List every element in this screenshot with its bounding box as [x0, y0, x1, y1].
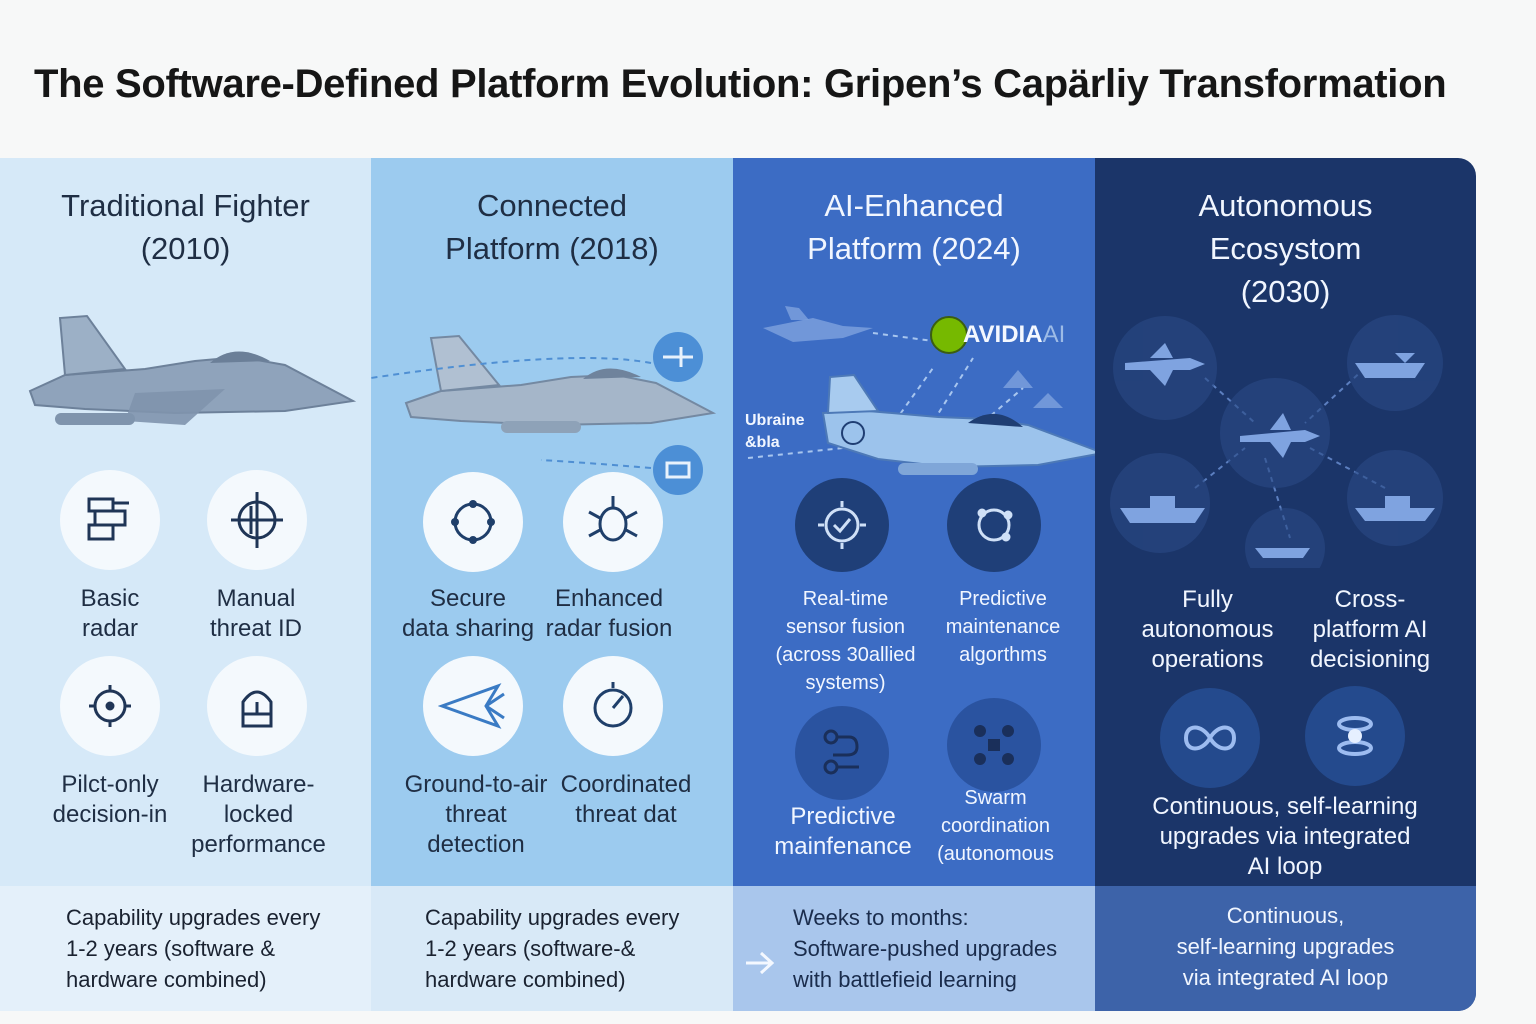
- column-traditional-fighter: Traditional Fighter (2010) Basic radar: [0, 158, 371, 1011]
- column-title: AI-Enhanced Platform (2024): [807, 188, 1021, 266]
- feature-label: Coordinated threat dat: [560, 771, 692, 828]
- feature-icon-circle: [1160, 688, 1260, 788]
- gauge-icon: [593, 682, 633, 728]
- feature-icon-circle: [795, 478, 889, 572]
- feature-icon-circle: [947, 698, 1041, 792]
- network-ring-icon: [451, 500, 495, 544]
- feature-label: Pilct-only decision-in: [52, 771, 168, 828]
- feature-icon-circle: [423, 472, 523, 572]
- footer-text: Capability upgrades every 1-2 years (sof…: [66, 905, 321, 992]
- footer-traditional: Capability upgrades every 1-2 years (sof…: [0, 886, 371, 1011]
- feature-label: Predictive maintenance algorthms: [945, 588, 1061, 666]
- feature-label: Predictive mainfenance: [774, 803, 912, 860]
- nvidia-badge-suffix: AI: [1042, 321, 1066, 348]
- column-title: Connected Platform (2018): [445, 188, 659, 266]
- feature-label: Enhanced radar fusion: [545, 585, 673, 642]
- column-connected-platform: Connected Platform (2018): [371, 158, 733, 1011]
- column-autonomous-ecosystem: Autonomous Ecosystom (2030) Fully autono…: [1095, 158, 1476, 1011]
- feature-label: Basic radar: [80, 585, 140, 642]
- fighter-jet-icon: [404, 334, 717, 433]
- column-ai-enhanced-platform: AI-Enhanced Platform (2024) AVIDIAAI Ubr…: [733, 158, 1107, 1011]
- swarm-icon: [974, 725, 1014, 765]
- feature-icon-circle: [60, 656, 160, 756]
- map-label: Ubraine &bla: [745, 412, 805, 451]
- column-title: Autonomous Ecosystom (2030): [1198, 188, 1373, 309]
- nvidia-badge: AVIDIAAI: [963, 321, 1065, 349]
- ecosystem-network: [1110, 315, 1443, 568]
- footer-autonomous: Continuous, self-learning upgrades via i…: [1095, 886, 1476, 1011]
- radar-grid-icon: [87, 497, 129, 541]
- feature-label: Manual threat ID: [209, 585, 303, 642]
- nvidia-badge-text: AVIDIA: [963, 321, 1043, 348]
- target-icon: [89, 685, 131, 727]
- feature-icon-circle: [563, 472, 663, 572]
- feature-label: Cross- platform AI decisioning: [1309, 586, 1431, 673]
- feature-label: Secure data sharing: [401, 585, 535, 642]
- column-title: Traditional Fighter (2010): [61, 188, 310, 266]
- footer-ai-enhanced: Weeks to months: Software-pushed upgrade…: [733, 886, 1095, 1011]
- nvidia-logo-icon: [930, 316, 968, 354]
- cycle-icon: [977, 508, 1013, 542]
- lock-icon: [241, 690, 273, 728]
- feature-icon-circle: [563, 656, 663, 756]
- infinity-icon: [1183, 725, 1237, 751]
- arrow-right-icon: [746, 951, 775, 975]
- data-link-lines: [371, 357, 652, 469]
- feature-icon-circle: [60, 470, 160, 570]
- feature-label: Real-time sensor fusion (across 30allied…: [775, 588, 916, 694]
- feature-label: Ground-to-air threat detection: [404, 771, 548, 858]
- detection-icon: [438, 683, 505, 729]
- feature-label: Fully autonomous operations: [1141, 586, 1274, 673]
- loop-hub-icon: [1337, 716, 1373, 756]
- page-title: The Software-Defined Platform Evolution:…: [34, 62, 1447, 106]
- feature-icon-circle: [207, 656, 307, 756]
- feature-icon-circle: [795, 706, 889, 800]
- footer-text: Weeks to months: Software-pushed upgrade…: [793, 905, 1058, 992]
- fusion-icon: [588, 496, 638, 542]
- network-node-icon: [653, 445, 703, 495]
- crosshair-icon: [231, 492, 283, 548]
- footer-connected: Capability upgrades every 1-2 years (sof…: [371, 886, 733, 1011]
- check-target-icon: [818, 501, 866, 549]
- feature-label: Continuous, self-learning upgrades via i…: [1152, 793, 1418, 880]
- network-node-icon: [653, 332, 703, 382]
- footer-text: Continuous, self-learning upgrades via i…: [1176, 903, 1395, 990]
- feature-icon-circle: [947, 478, 1041, 572]
- feature-label: Swarm coordination (autonomous: [937, 787, 1054, 865]
- feature-icon-circle: [207, 470, 307, 570]
- feature-icon-circle: [423, 656, 523, 756]
- evolution-panel: Traditional Fighter (2010) Basic radar: [0, 158, 1476, 1011]
- footer-text: Capability upgrades every 1-2 years (sof…: [425, 905, 680, 992]
- feature-label: Hardware- locked performance: [191, 771, 326, 858]
- feature-icon-circle: [1305, 686, 1405, 786]
- fighter-jet-icon: [821, 373, 1107, 475]
- fighter-jet-icon: [28, 314, 357, 425]
- workflow-icon: [823, 729, 859, 775]
